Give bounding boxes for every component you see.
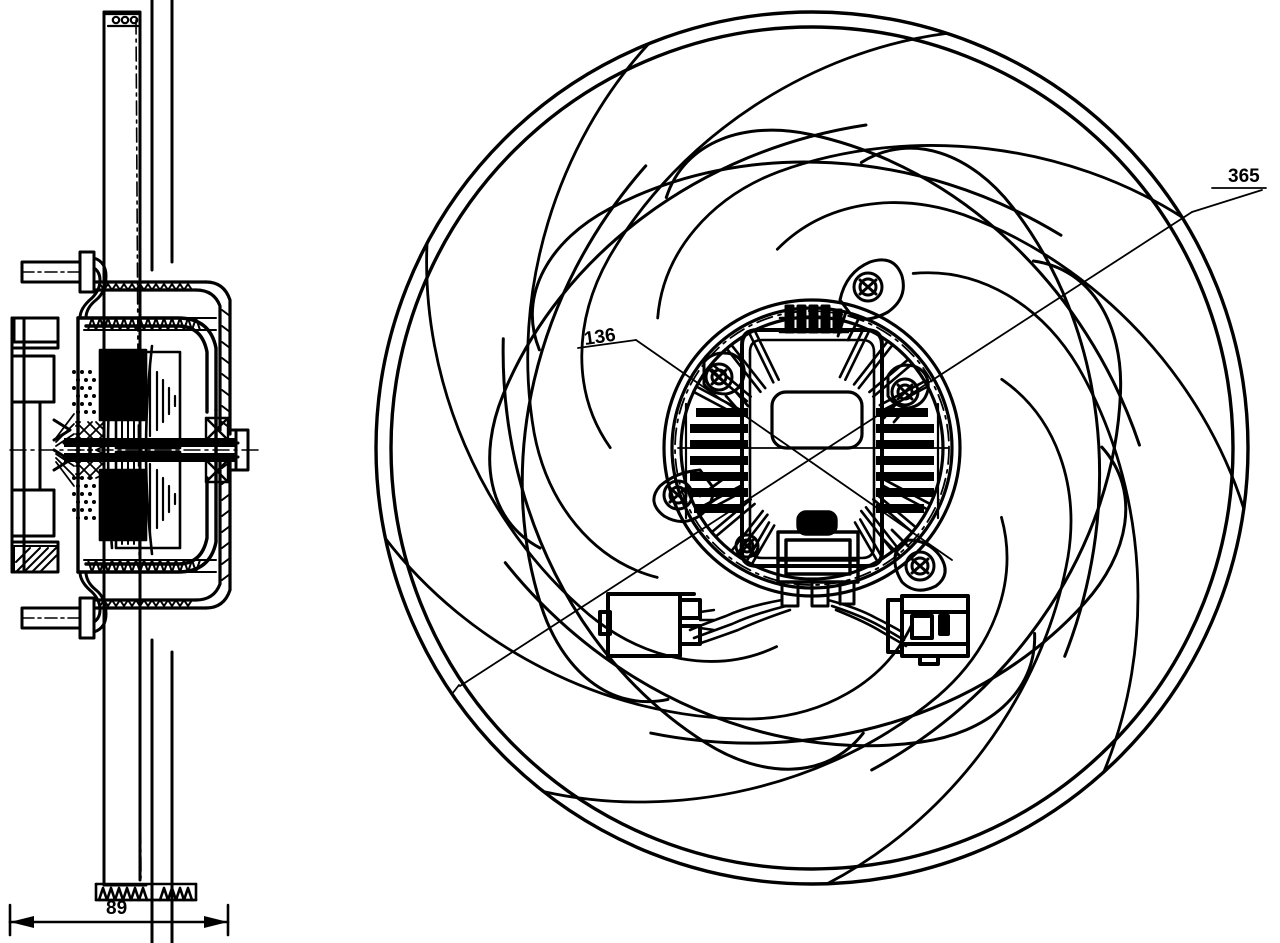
rotor-shaft: [62, 428, 250, 472]
wire-harness: [688, 598, 908, 648]
dimension-89-label: 89: [106, 898, 127, 919]
mounting-boss-mid-right: [886, 363, 930, 410]
mounting-boss-top-right: [838, 258, 905, 321]
motor-body-inner: [748, 338, 876, 560]
mounting-boss-bottom-right: [893, 538, 947, 592]
blade-top-cap: [103, 12, 141, 28]
housing-plate-hatch: [83, 317, 217, 573]
outer-ring: [374, 10, 1250, 886]
terminal-comb-outline: [778, 316, 850, 334]
fan-blade-trailing-edges: [384, 31, 1246, 886]
motor-body: [740, 328, 884, 568]
bearing-marks: [204, 416, 230, 484]
connector-left-pins: [698, 608, 716, 632]
mounting-stud-bottom: [20, 570, 108, 640]
dimension-365-label: 365: [1228, 166, 1260, 187]
shroud-side-wall: [150, 0, 174, 943]
module-stubs: [780, 580, 856, 608]
dim-arrowheads: [10, 916, 228, 928]
mounting-boss-lower-left: [734, 533, 760, 559]
fan-blades: [488, 123, 1141, 772]
dimension-leaders: [451, 187, 1267, 695]
blade-bottom-foot: [94, 882, 198, 902]
end-plate-assembly: [10, 316, 75, 574]
control-module: [776, 510, 860, 584]
housing-cowl: [94, 280, 232, 610]
connector-right: [886, 594, 970, 666]
rotor-core: [106, 344, 182, 556]
blade-centerline: [135, 19, 142, 879]
boss-arms: [698, 310, 910, 558]
mounting-boss-upper-left: [702, 351, 746, 396]
mounting-stud-top: [20, 250, 108, 320]
rotor-blade-hatch: [148, 364, 177, 536]
dimension-136-label: 136: [583, 325, 617, 350]
connector-left: [598, 592, 702, 658]
